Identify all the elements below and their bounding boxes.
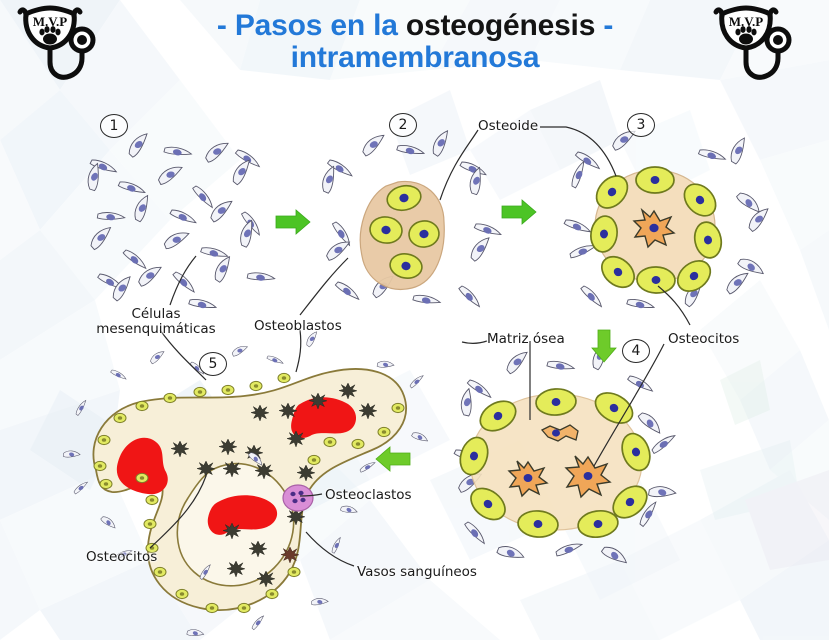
label-osteoclastos: Osteoclastos: [325, 487, 412, 503]
label-osteocitos-bottom: Osteocitos: [86, 549, 158, 565]
label-osteoide: Osteoide: [478, 118, 539, 134]
mvp-logo-left: M.V.P: [12, 4, 108, 89]
panel-4-bone-matrix: [453, 341, 678, 571]
title-line-2: intramembranosa: [290, 41, 540, 75]
title-part-black: osteogénesis: [405, 9, 596, 42]
step-number-1: 1: [100, 114, 128, 138]
title-dash-left: -: [216, 9, 227, 42]
panel-2-osteoid-osteoblasts: [316, 128, 503, 311]
panel-5-bone-trabeculae: [62, 330, 429, 640]
paw-print-icon: [39, 26, 61, 45]
step-number-2: 2: [389, 113, 417, 137]
process-arrows: [275, 199, 617, 472]
title-part-blue: Pasos en la: [234, 9, 406, 42]
label-matriz-osea: Matriz ósea: [487, 331, 565, 347]
slide-title: - Pasos en la osteogénesis - intramembra…: [120, 9, 710, 90]
panel-1-mesenchymal-cells: [82, 131, 276, 313]
stethoscope-icon: M.V.P: [17, 5, 96, 80]
arrow-step2-to-step3: [501, 199, 537, 225]
stethoscope-icon: M.V.P: [713, 5, 792, 80]
label-vasos-sanguineos: Vasos sanguíneos: [357, 564, 477, 580]
label-osteocitos-top: Osteocitos: [668, 331, 740, 347]
arrow-step1-to-step2: [275, 209, 311, 235]
title-dash-right: -: [603, 9, 614, 42]
label-osteoblastos: Osteoblastos: [254, 318, 342, 334]
step-number-3: 3: [627, 113, 655, 137]
mvp-logo-text: M.V.P: [33, 14, 67, 29]
mvp-logo-right: M.V.P: [708, 4, 804, 89]
panel-3-osteocyte-entrapment: [563, 128, 775, 313]
mvp-logo-text: M.V.P: [729, 14, 763, 29]
step-number-4: 4: [622, 339, 650, 363]
paw-print-icon: [735, 26, 757, 45]
label-celulas-line1: Células: [131, 306, 181, 322]
arrow-step3-to-step4: [591, 329, 617, 363]
leader-lines: [149, 126, 691, 567]
label-celulas-line2: mesenquimáticas: [96, 321, 216, 338]
arrow-step4-to-step5: [375, 446, 411, 472]
label-celulas-mesenquimaticas: Células mesenquimáticas: [86, 306, 226, 338]
step-number-5: 5: [199, 352, 227, 376]
